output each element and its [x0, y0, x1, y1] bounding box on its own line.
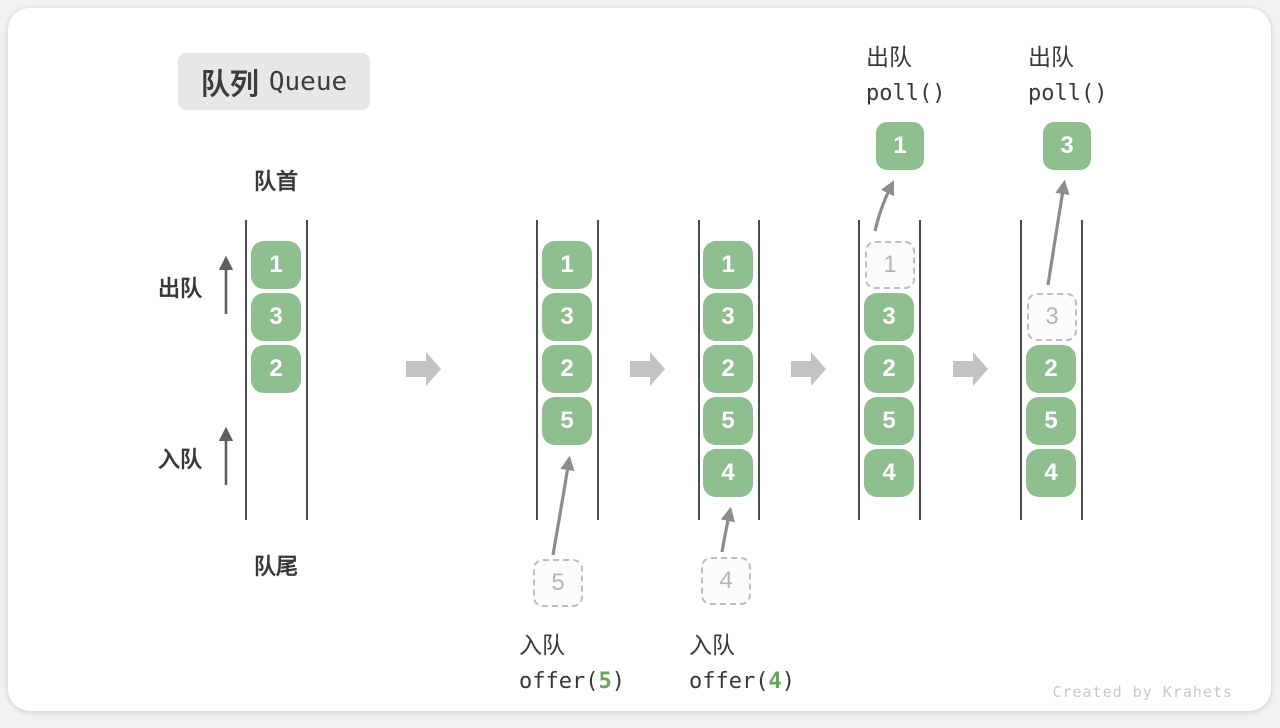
- queue-element: 3: [542, 293, 592, 341]
- queue-wall: [858, 220, 860, 520]
- arrows-overlay: [218, 179, 1070, 556]
- poll-label: 出队: [866, 44, 912, 70]
- queue-element: 2: [1026, 345, 1076, 393]
- enqueue-curve-arrow: [551, 455, 575, 556]
- poll-label: 出队: [1028, 44, 1074, 70]
- incoming-element-ghost: 4: [701, 557, 751, 605]
- queue-element: 2: [864, 345, 914, 393]
- state-transition-arrow: [791, 352, 826, 386]
- queue-wall: [306, 220, 308, 520]
- dequeue-curve-arrow: [1046, 179, 1070, 286]
- queue-element: 4: [703, 449, 753, 497]
- queue-wall: [919, 220, 921, 520]
- queue-element: 5: [864, 397, 914, 445]
- offer-arg: 5: [598, 669, 612, 694]
- dequeue-side-label: 出队: [158, 276, 203, 301]
- offer-label: 入队: [689, 632, 735, 658]
- queue-element: 5: [542, 397, 592, 445]
- queue-rear-label: 队尾: [253, 554, 298, 579]
- queue-element: 3: [864, 293, 914, 341]
- state-transition-arrow: [953, 352, 988, 386]
- queue-wall: [597, 220, 599, 520]
- offer-arg: 4: [768, 669, 782, 694]
- queue-element: 1: [703, 241, 753, 289]
- queue-wall: [1020, 220, 1022, 520]
- enqueue-side-label: 入队: [158, 447, 203, 472]
- offer-code-pre: offer(: [519, 669, 599, 694]
- state-transition-arrow: [630, 352, 665, 386]
- offer-code-post: ): [611, 669, 625, 694]
- queue-element: 3: [251, 293, 301, 341]
- offer-operation-caption: 入队 offer(4): [689, 626, 795, 694]
- offer-code: offer(4): [689, 669, 795, 694]
- incoming-element-ghost: 5: [533, 559, 583, 607]
- dequeue-curve-arrow: [873, 180, 894, 232]
- queue-wall: [245, 220, 247, 520]
- poll-code: poll(): [1028, 81, 1108, 106]
- queue-element: 5: [703, 397, 753, 445]
- queue-element: 4: [1026, 449, 1076, 497]
- queue-front-label: 队首: [253, 169, 298, 194]
- offer-code-pre: offer(: [689, 669, 769, 694]
- enqueue-curve-arrow: [720, 506, 735, 553]
- queue-element: 2: [251, 345, 301, 393]
- removed-element-ghost: 3: [1027, 293, 1077, 341]
- queue-wall: [758, 220, 760, 520]
- queue-element: 3: [703, 293, 753, 341]
- title-box: 队列 Queue: [178, 53, 370, 110]
- poll-code: poll(): [866, 81, 946, 106]
- queue-wall: [698, 220, 700, 520]
- queue-element: 1: [251, 241, 301, 289]
- offer-code: offer(5): [519, 669, 625, 694]
- watermark: Created by Krahets: [1052, 683, 1233, 701]
- queue-element: 4: [864, 449, 914, 497]
- poll-operation-caption: 出队 poll(): [1028, 38, 1107, 106]
- queue-wall: [1081, 220, 1083, 520]
- queue-element: 2: [703, 345, 753, 393]
- removed-element-ghost: 1: [865, 241, 915, 289]
- queue-element: 1: [542, 241, 592, 289]
- state-transition-arrow: [406, 352, 441, 386]
- offer-code-post: ): [781, 669, 795, 694]
- offer-operation-caption: 入队 offer(5): [519, 626, 625, 694]
- diagram-card: 队列 Queue 队首 队尾 出队 入队 1 3 2 1 3 2 5 5 1 3…: [8, 8, 1271, 711]
- poll-operation-caption: 出队 poll(): [866, 38, 945, 106]
- queue-wall: [536, 220, 538, 520]
- queue-element: 2: [542, 345, 592, 393]
- queue-element: 5: [1026, 397, 1076, 445]
- title-en: Queue: [268, 66, 348, 97]
- polled-element: 1: [876, 122, 924, 170]
- title-zh: 队列: [200, 68, 259, 101]
- polled-element: 3: [1043, 122, 1091, 170]
- offer-label: 入队: [519, 632, 565, 658]
